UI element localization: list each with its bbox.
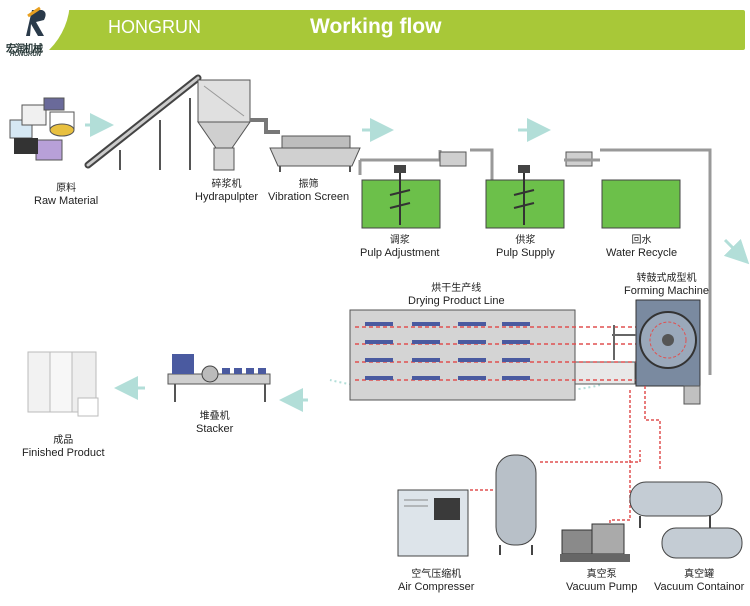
logo-text-en: HONGRUN xyxy=(10,52,41,58)
brand-name: HONGRUN xyxy=(108,17,201,37)
page-title: Working flow xyxy=(310,15,442,38)
drying-line-illustration xyxy=(349,309,640,401)
air-tank-illustration xyxy=(495,454,537,555)
air-compressor-illustration xyxy=(397,489,469,557)
vacuum-container-illustration xyxy=(629,481,743,559)
pulp-supply-tank xyxy=(485,151,593,229)
forming-machine-illustration xyxy=(612,299,701,405)
stacker-illustration xyxy=(167,354,271,402)
finished-product-illustration xyxy=(27,351,99,417)
logo-emblem-icon xyxy=(26,6,46,36)
raw-material-illustration xyxy=(9,97,75,161)
pulp-adjustment-tank xyxy=(361,151,467,229)
vibration-screen-illustration xyxy=(269,135,361,172)
header-bar xyxy=(0,10,745,50)
vacuum-pump-illustration xyxy=(560,523,630,562)
feed-conveyor xyxy=(84,74,202,170)
header-banner: 宏润机械 HONGRUN HONGRUN Working flow xyxy=(0,0,750,70)
hydrapulper-illustration xyxy=(197,79,280,171)
logo-text-cn: 宏润机械 xyxy=(6,44,43,55)
water-recycle-tank xyxy=(564,158,681,229)
